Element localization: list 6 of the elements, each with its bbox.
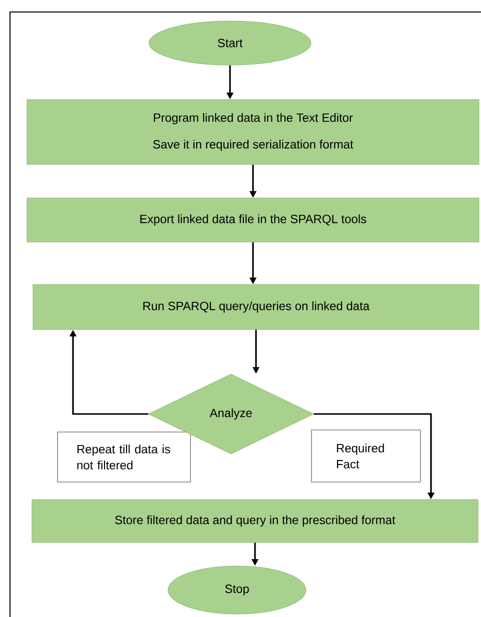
note-box: Required Fact (311, 430, 421, 482)
process-box: Run SPARQL query/queries on linked data (32, 284, 480, 330)
note-box: Repeat till data is not filtered (57, 432, 191, 482)
process-box: Export linked data file in the SPARQL tools (26, 198, 480, 242)
process-box: Program linked data in the Text Editor Save it in required serialization format (26, 99, 480, 165)
process-box: Store filtered data and query in the prescribed format (32, 499, 478, 543)
